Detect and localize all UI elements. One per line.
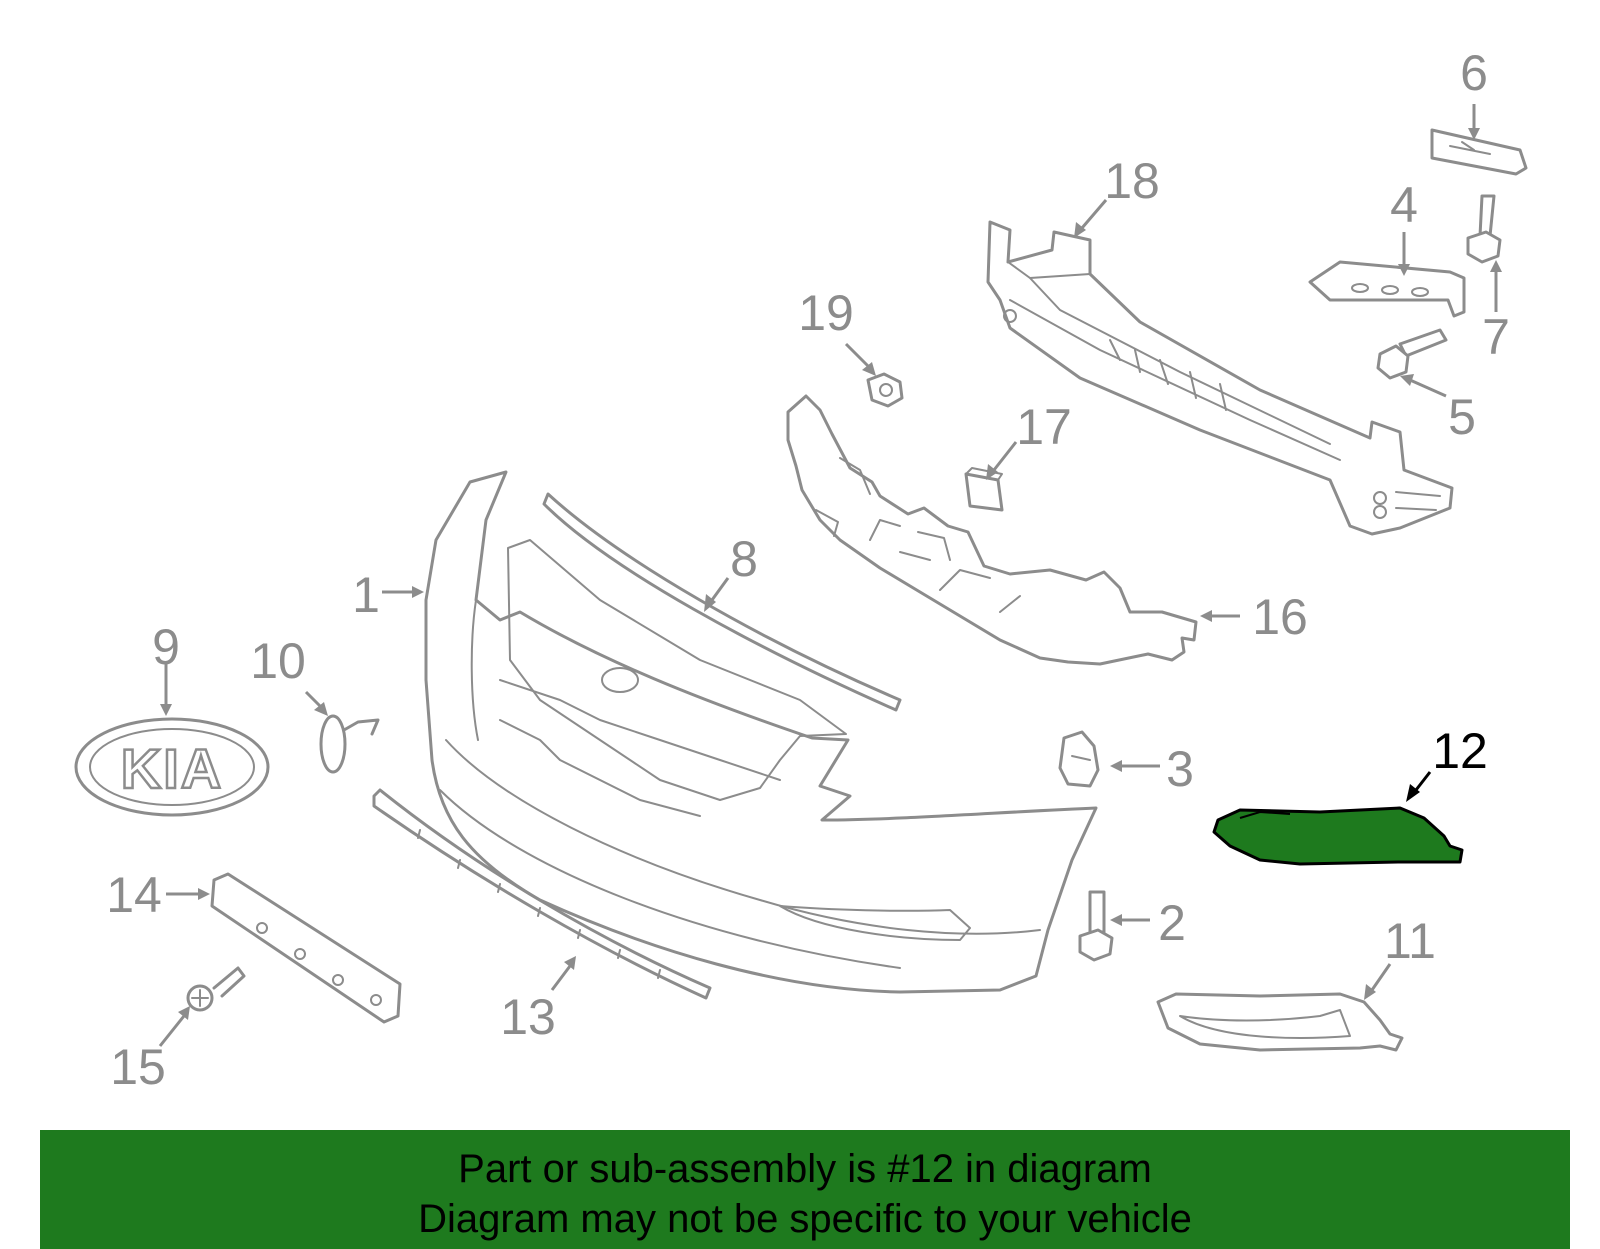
callout-12: 12: [1432, 723, 1488, 779]
callout-7: 7: [1482, 309, 1510, 365]
part-18-reinforcement-beam[interactable]: [986, 220, 1454, 536]
callout-19: 19: [798, 285, 854, 341]
part-17-pad[interactable]: [964, 467, 1004, 512]
caption-line-1: Part or sub-assembly is #12 in diagram: [458, 1147, 1152, 1191]
callout-9: 9: [152, 619, 180, 675]
part-11-fog-lamp-cover[interactable]: [1156, 992, 1404, 1052]
callout-8: 8: [730, 531, 758, 587]
part-16-energy-absorber[interactable]: [786, 394, 1198, 666]
part-7-bolt[interactable]: [1466, 194, 1502, 264]
callout-10: 10: [250, 633, 306, 689]
part-9-emblem[interactable]: KIA: [74, 717, 270, 817]
part-6-bracket[interactable]: [1430, 128, 1528, 176]
part-12-fog-lamp-cover[interactable]: [1212, 806, 1464, 866]
part-1-bumper-cover[interactable]: [424, 470, 1098, 994]
emblem-text: KIA: [121, 737, 223, 800]
caption-banner: Part or sub-assembly is #12 in diagram D…: [40, 1130, 1570, 1249]
part-5-bolt[interactable]: [1376, 328, 1448, 380]
caption-line-2: Diagram may not be specific to your vehi…: [418, 1197, 1192, 1241]
callout-numbers: 6 18 4 7 5 19 17 16 8 1 9 10 3 12 2 11 1…: [106, 45, 1510, 1095]
leader-lines: [158, 104, 1502, 1047]
part-3-clip[interactable]: [1058, 730, 1100, 788]
callout-4: 4: [1390, 177, 1418, 233]
callout-13: 13: [500, 989, 556, 1045]
part-4-bracket[interactable]: [1308, 260, 1466, 318]
callout-1: 1: [352, 567, 380, 623]
callout-14: 14: [106, 867, 162, 923]
part-2-bolt[interactable]: [1078, 890, 1114, 962]
callout-2: 2: [1158, 895, 1186, 951]
part-13-lower-molding[interactable]: [372, 788, 712, 1000]
part-14-bracket[interactable]: [210, 872, 402, 1024]
part-15-screw[interactable]: [186, 966, 246, 1012]
callout-6: 6: [1460, 45, 1488, 101]
part-grille: [507, 539, 847, 801]
part-8-molding[interactable]: [542, 492, 902, 712]
callout-16: 16: [1252, 589, 1308, 645]
callout-5: 5: [1448, 389, 1476, 445]
callout-11: 11: [1384, 913, 1436, 969]
callout-15: 15: [110, 1039, 166, 1095]
callout-3: 3: [1166, 741, 1194, 797]
part-10-plug[interactable]: [319, 714, 380, 774]
callout-18: 18: [1104, 153, 1160, 209]
callout-17: 17: [1016, 399, 1072, 455]
part-19-nut[interactable]: [866, 372, 904, 408]
